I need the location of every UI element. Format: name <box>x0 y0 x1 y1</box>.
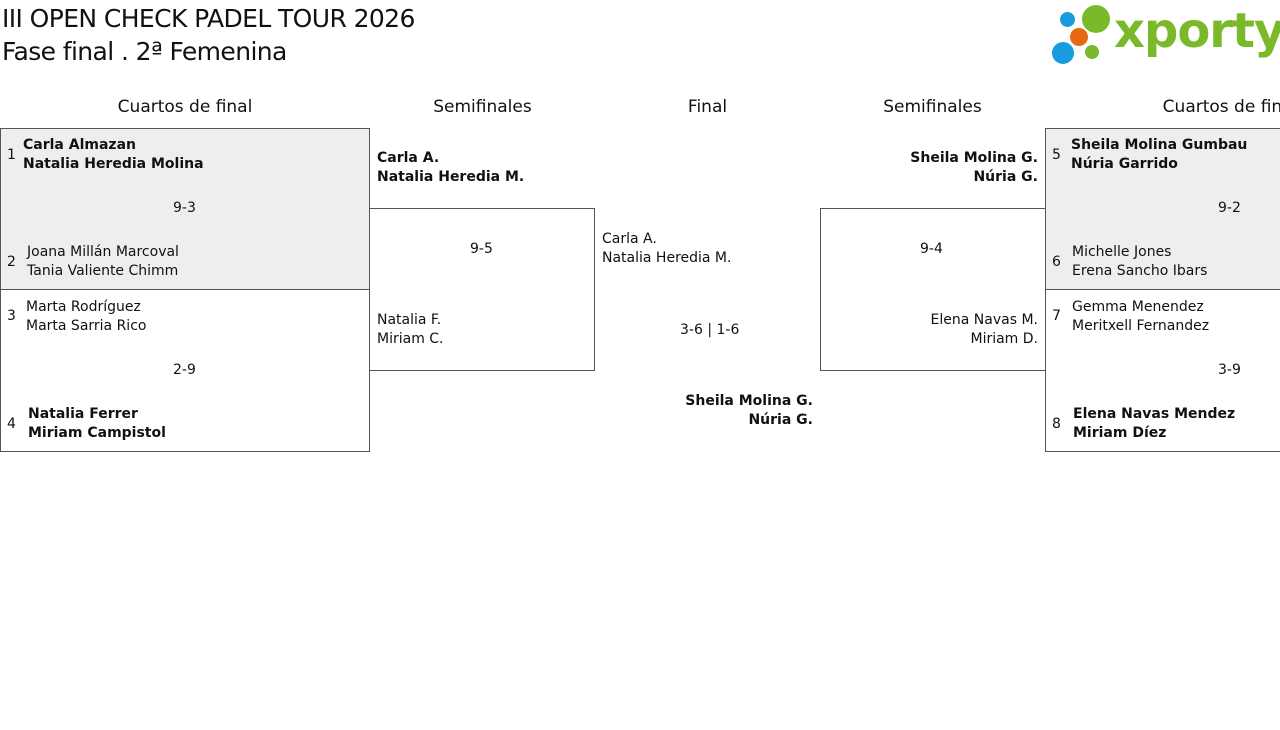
player-name: Miriam Díez <box>1073 425 1167 441</box>
player-name: Sheila Molina Gumbau <box>1071 137 1248 153</box>
seed-number: 2 <box>7 254 16 270</box>
player-name: Natalia F. <box>377 312 442 328</box>
player-name: Natalia Heredia M. <box>602 250 732 266</box>
seed-number: 5 <box>1052 147 1061 163</box>
player-name: Natalia Heredia Molina <box>23 156 204 172</box>
logo-dot-green-small <box>1085 45 1099 59</box>
player-name: Elena Navas M. <box>930 312 1038 328</box>
team-winner: Sheila Molina Gumbau Núria Garrido <box>1071 136 1247 174</box>
player-name: Michelle Jones <box>1072 244 1172 260</box>
match-score: 9-3 <box>173 200 196 216</box>
seed-number: 4 <box>7 416 16 432</box>
seed-number: 7 <box>1052 308 1061 324</box>
match-score: 9-4 <box>920 241 943 257</box>
final-score: 3-6 | 1-6 <box>680 322 740 338</box>
player-name: Elena Navas Mendez <box>1073 406 1236 422</box>
player-name: Carla A. <box>602 231 657 247</box>
player-name: Núria G. <box>973 169 1038 185</box>
left-semi-team-loser: Natalia F. Miriam C. <box>377 311 444 349</box>
player-name: Miriam Campistol <box>28 425 166 441</box>
player-name: Gemma Menendez <box>1072 299 1204 315</box>
left-semi-match[interactable] <box>369 208 595 371</box>
left-semi-team-winner: Carla A. Natalia Heredia M. <box>377 149 524 187</box>
player-name: Natalia Ferrer <box>28 406 138 422</box>
left-quarter-match-1[interactable] <box>0 128 370 290</box>
logo-dot-blue <box>1060 12 1075 27</box>
xporty-logo[interactable]: xporty <box>1050 3 1280 66</box>
player-name: Joana Millán Marcoval <box>27 244 179 260</box>
player-name: Miriam C. <box>377 331 444 347</box>
team-winner: Elena Navas Mendez Miriam Díez <box>1073 405 1235 443</box>
tournament-title: III OPEN CHECK PADEL TOUR 2026 <box>2 4 415 33</box>
column-header-left-semis: Semifinales <box>433 97 532 117</box>
player-name: Tania Valiente Chimm <box>27 263 179 279</box>
column-header-right-quarters: Cuartos de final <box>1162 97 1280 117</box>
seed-number: 8 <box>1052 416 1061 432</box>
player-name: Núria G. <box>748 412 813 428</box>
phase-subtitle: Fase final . 2ª Femenina <box>2 37 287 66</box>
column-header-left-quarters: Cuartos de final <box>117 97 253 117</box>
right-quarter-match-2[interactable] <box>1045 289 1280 452</box>
column-header-final: Final <box>687 97 728 117</box>
match-score: 3-9 <box>1218 362 1241 378</box>
right-semi-team-loser: Elena Navas M. Miriam D. <box>838 311 1038 349</box>
player-name: Marta Sarria Rico <box>26 318 147 334</box>
player-name: Sheila Molina G. <box>910 150 1038 166</box>
player-name: Erena Sancho Ibars <box>1072 263 1208 279</box>
player-name: Meritxell Fernandez <box>1072 318 1210 334</box>
team-loser: Marta Rodríguez Marta Sarria Rico <box>26 298 146 336</box>
match-score: 2-9 <box>173 362 196 378</box>
match-score: 9-5 <box>470 241 493 257</box>
team-winner: Carla Almazan Natalia Heredia Molina <box>23 136 204 174</box>
right-semi-team-winner: Sheila Molina G. Núria G. <box>838 149 1038 187</box>
column-header-right-semis: Semifinales <box>883 97 982 117</box>
player-name: Miriam D. <box>970 331 1038 347</box>
match-score: 9-2 <box>1218 200 1241 216</box>
right-quarter-match-1[interactable] <box>1045 128 1280 290</box>
logo-dot-orange <box>1070 28 1088 46</box>
player-name: Sheila Molina G. <box>685 393 813 409</box>
final-team-winner: Sheila Molina G. Núria G. <box>613 392 813 430</box>
seed-number: 6 <box>1052 254 1061 270</box>
player-name: Marta Rodríguez <box>26 299 141 315</box>
player-name: Carla Almazan <box>23 137 136 153</box>
player-name: Núria Garrido <box>1071 156 1178 172</box>
team-loser: Michelle Jones Erena Sancho Ibars <box>1072 243 1207 281</box>
logo-dot-blue-large <box>1052 42 1074 64</box>
team-loser: Gemma Menendez Meritxell Fernandez <box>1072 298 1209 336</box>
page-title: III OPEN CHECK PADEL TOUR 2026 Fase fina… <box>2 2 415 68</box>
team-winner: Natalia Ferrer Miriam Campistol <box>28 405 166 443</box>
seed-number: 1 <box>7 147 16 163</box>
player-name: Carla A. <box>377 150 440 166</box>
final-team-loser: Carla A. Natalia Heredia M. <box>602 230 731 268</box>
player-name: Natalia Heredia M. <box>377 169 525 185</box>
team-loser: Joana Millán Marcoval Tania Valiente Chi… <box>27 243 179 281</box>
logo-dot-green <box>1082 5 1110 33</box>
seed-number: 3 <box>7 308 16 324</box>
logo-wordmark: xporty <box>1114 3 1280 59</box>
